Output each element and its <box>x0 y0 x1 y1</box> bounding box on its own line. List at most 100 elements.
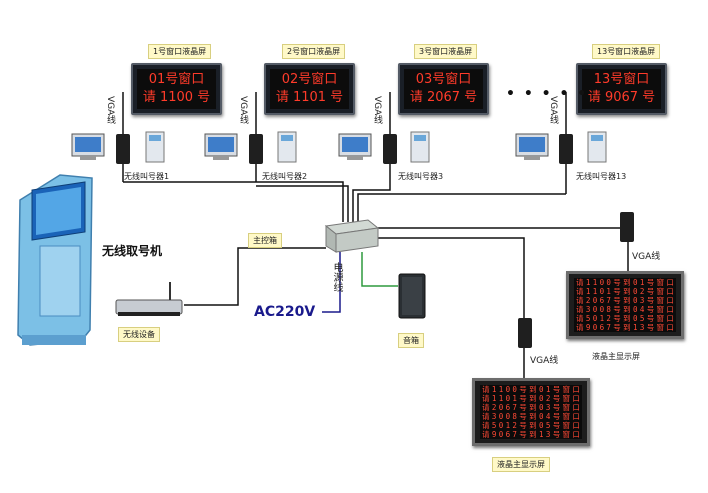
display-char: 号 <box>613 278 621 287</box>
display-char: 到 <box>623 314 631 323</box>
screen-line1: 02号窗口 <box>281 72 338 87</box>
display-char: 请 <box>576 314 584 323</box>
display-char: 号 <box>519 385 527 394</box>
display-char: 1 <box>592 278 598 287</box>
screen-line2: 请 1101 号 <box>275 90 344 105</box>
display-char: 窗 <box>656 278 665 287</box>
display-char: 9 <box>585 323 591 332</box>
display-char: 号 <box>613 296 621 305</box>
main-control-box <box>324 219 380 253</box>
vga-box-bottom <box>518 318 532 348</box>
display-char: 1 <box>491 394 497 403</box>
pc-group-2 <box>204 131 297 164</box>
display-char: 号 <box>552 385 561 394</box>
main-box-label: 主控箱 <box>248 233 282 248</box>
display-char: 8 <box>512 412 517 421</box>
screen-label-3: 3号窗口液晶屏 <box>414 44 478 59</box>
display-char: 2 <box>639 287 645 296</box>
screen-line1: 03号窗口 <box>415 72 472 87</box>
display-char: 口 <box>572 385 580 394</box>
display-char: 0 <box>498 403 504 412</box>
display-char: 0 <box>505 412 511 421</box>
display-char: 请 <box>482 430 490 439</box>
display-char: 口 <box>572 394 580 403</box>
display-char: 0 <box>498 421 504 430</box>
display-char: 1 <box>606 287 611 296</box>
display-char: 3 <box>639 296 645 305</box>
display-char: 0 <box>538 421 544 430</box>
vga-label-main-top: VGA线 <box>632 252 661 262</box>
display-char: 5 <box>585 314 591 323</box>
display-char: 0 <box>538 394 544 403</box>
display-char: 窗 <box>656 305 665 314</box>
display-char: 1 <box>585 287 591 296</box>
display-char: 到 <box>529 412 537 421</box>
display-char: 3 <box>491 412 497 421</box>
display-char: 0 <box>498 430 504 439</box>
display-char: 0 <box>505 385 511 394</box>
display-char: 到 <box>623 305 631 314</box>
display-char: 请 <box>576 323 584 332</box>
display-char: 0 <box>599 305 605 314</box>
display-char: 窗 <box>562 385 571 394</box>
display-char: 0 <box>538 385 544 394</box>
display-char: 请 <box>576 296 584 305</box>
display-char: 口 <box>666 314 674 323</box>
display-char: 号 <box>519 394 527 403</box>
display-char: 3 <box>545 430 551 439</box>
window-screen-3: 03号窗口 请 2067 号 <box>398 63 489 115</box>
display-char: 7 <box>606 323 611 332</box>
display-char: 8 <box>606 305 611 314</box>
caller-label-2: 无线叫号器2 <box>262 172 308 181</box>
display-char: 0 <box>592 323 598 332</box>
pc-group-3 <box>338 131 430 164</box>
display-char: 号 <box>519 430 527 439</box>
display-char: 窗 <box>562 430 571 439</box>
display-char: 口 <box>666 296 674 305</box>
wireless-device-label: 无线设备 <box>118 327 160 342</box>
main-display-label-bottom: 液晶主显示屏 <box>492 457 550 472</box>
power-supply-label: AC220V <box>254 304 316 320</box>
caller-label-13: 无线叫号器13 <box>576 172 627 181</box>
display-char: 窗 <box>562 394 571 403</box>
display-char: 4 <box>545 412 551 421</box>
display-char: 窗 <box>562 412 571 421</box>
display-char: 4 <box>639 305 645 314</box>
display-char: 窗 <box>562 403 571 412</box>
display-char: 0 <box>632 287 638 296</box>
screen-label-1: 1号窗口液晶屏 <box>148 44 212 59</box>
display-char: 到 <box>623 278 631 287</box>
display-char: 0 <box>512 385 517 394</box>
screen-line2: 请 1100 号 <box>142 90 211 105</box>
display-char: 1 <box>592 287 598 296</box>
caller-label-1: 无线叫号器1 <box>124 172 170 181</box>
display-char: 2 <box>545 394 551 403</box>
display-char: 号 <box>552 430 561 439</box>
display-char: 请 <box>482 385 490 394</box>
display-char: 1 <box>491 385 497 394</box>
display-char: 3 <box>639 323 645 332</box>
display-char: 5 <box>491 421 497 430</box>
display-char: 请 <box>482 421 490 430</box>
display-char: 窗 <box>656 323 665 332</box>
display-char: 口 <box>572 403 580 412</box>
display-char: 1 <box>505 421 511 430</box>
screen-line1: 13号窗口 <box>593 72 650 87</box>
display-char: 到 <box>623 296 631 305</box>
display-char: 到 <box>529 421 537 430</box>
display-char: 口 <box>572 430 580 439</box>
display-char: 请 <box>576 278 584 287</box>
display-char: 到 <box>529 430 537 439</box>
ellipsis: • • • • • <box>506 86 589 102</box>
display-char: 0 <box>592 296 598 305</box>
display-char: 1 <box>545 385 551 394</box>
display-char: 号 <box>519 403 527 412</box>
